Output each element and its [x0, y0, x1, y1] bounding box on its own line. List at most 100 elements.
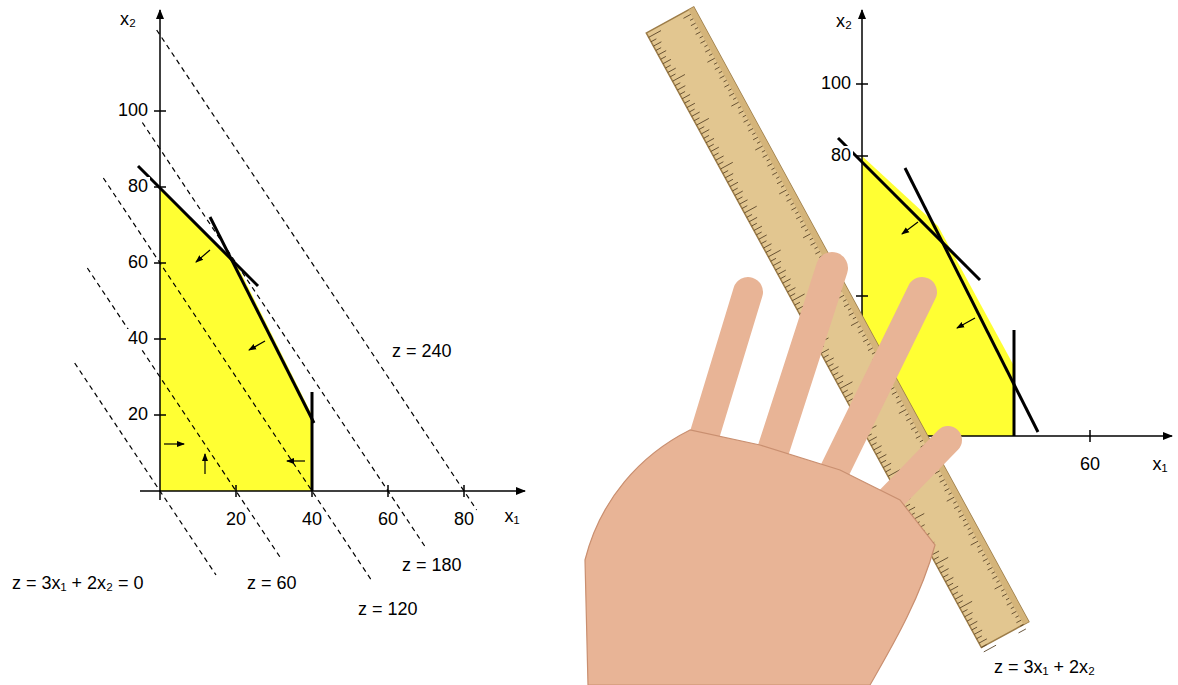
ruler-tick [874, 446, 882, 450]
ruler-tick [876, 451, 881, 454]
ruler-tick [974, 630, 982, 634]
ruler-tick [899, 409, 906, 413]
ruler-tick [739, 111, 744, 114]
ruler-tick [863, 339, 868, 342]
ruler-tick [728, 89, 731, 91]
ruler-tick [737, 197, 742, 200]
axis-label: x₂ [834, 12, 854, 32]
ruler-tick [963, 519, 966, 521]
axis [159, 10, 161, 500]
ruler-tick [843, 300, 846, 302]
objective-label: z = 180 [400, 556, 464, 576]
ruler-tick [759, 235, 767, 239]
ruler-tick [953, 592, 958, 595]
ruler-tick [1012, 611, 1017, 614]
ruler-tick [847, 399, 852, 402]
axis-label: x₁ [1150, 455, 1169, 475]
ruler-tick [995, 585, 1002, 589]
ruler-tick [682, 94, 690, 98]
ruler-tick [960, 601, 972, 608]
tick-label: 100 [819, 74, 853, 94]
tick-label: 80 [829, 146, 853, 166]
ruler-tick [670, 74, 675, 77]
ruler-tick [858, 330, 863, 333]
ruler-tick [996, 581, 999, 583]
tick-label: 100 [116, 101, 150, 121]
ruler-tick [915, 431, 918, 433]
ruler-tick [767, 159, 770, 161]
ruler-tick [776, 267, 781, 270]
ruler-tick [792, 294, 804, 301]
ruler-tick [743, 115, 746, 117]
ruler-tick [665, 65, 670, 68]
ruler-tick [787, 199, 792, 202]
ruler-tick [780, 276, 785, 279]
ruler-tick [661, 56, 666, 59]
ruler-tick [862, 335, 865, 337]
ruler-tick [981, 645, 986, 648]
ruler-tick [992, 576, 997, 579]
ruler-tick [848, 308, 851, 310]
ruler-tick [766, 250, 771, 253]
iso-profit-lines [75, 30, 477, 580]
ruler-tick [696, 32, 701, 35]
tick-label: 60 [1078, 455, 1102, 475]
ruler-tick [705, 49, 710, 52]
tick-label: 60 [376, 510, 400, 530]
ruler-tick [715, 67, 720, 70]
ruler-tick [911, 427, 916, 430]
ruler-tick [728, 179, 733, 182]
ruler-tick [718, 162, 723, 165]
ruler-tick [815, 251, 820, 254]
ruler-tick [777, 181, 782, 184]
ruler-tick [878, 454, 886, 458]
ruler-tick [945, 488, 950, 491]
ruler-tick [685, 100, 690, 103]
ruler-tick [969, 532, 974, 535]
ruler-tick [1007, 603, 1012, 606]
ruler-tick [992, 572, 995, 574]
ruler-tick [771, 258, 776, 261]
ruler-tick [790, 293, 795, 296]
ruler-tick [1001, 589, 1004, 591]
objective-label: z = 3x₁ + 2x₂ [992, 658, 1097, 678]
objective-label: z = 120 [356, 600, 420, 620]
ruler-tick [964, 524, 969, 527]
ruler-tick [735, 191, 743, 195]
ruler-tick [965, 612, 973, 616]
ruler-tick [716, 156, 724, 160]
objective-label: z = 60 [245, 574, 299, 594]
ruler-tick [757, 142, 760, 144]
ruler-tick [947, 497, 954, 501]
ruler-tick [1019, 629, 1026, 633]
ruler-tick [724, 80, 727, 82]
ruler-tick [762, 150, 765, 152]
ruler-tick [831, 367, 839, 371]
ruler-tick [957, 601, 962, 604]
ruler-tick [940, 480, 945, 483]
ruler-tick [896, 396, 899, 398]
ruler-tick [815, 247, 818, 249]
tick-label: 80 [452, 510, 476, 530]
ruler-tick [1016, 616, 1019, 618]
ruler-tick [1020, 625, 1023, 627]
tick-label: 20 [126, 405, 150, 425]
ruler-tick [763, 155, 768, 158]
ruler-tick [791, 203, 794, 205]
ticks [154, 111, 464, 497]
ruler-tick [982, 554, 985, 556]
ruler-tick [1011, 607, 1014, 609]
constraint-lines [138, 166, 314, 491]
ruler-tick [972, 627, 977, 630]
ruler-tick [867, 344, 870, 346]
ruler-tick [699, 127, 704, 130]
ruler-tick [949, 493, 952, 495]
ruler-tick [731, 102, 738, 106]
ruler-tick [979, 639, 987, 643]
direction-arrows [164, 250, 305, 474]
iso-profit-line [87, 268, 282, 560]
ruler-tick [653, 42, 661, 46]
ruler-tick [779, 190, 786, 194]
ruler-tick [738, 107, 741, 109]
